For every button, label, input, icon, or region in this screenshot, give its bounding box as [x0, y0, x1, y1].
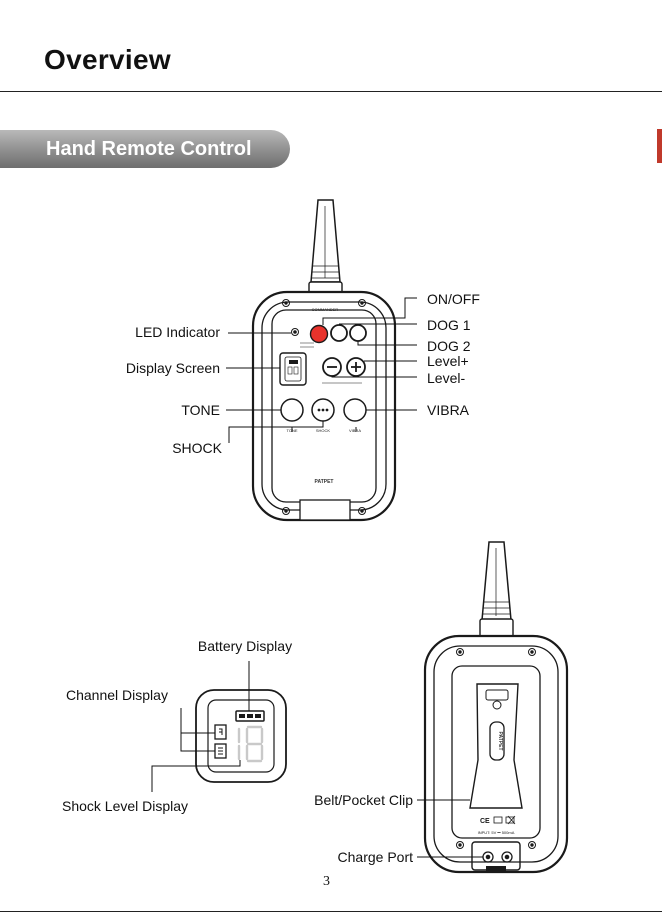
label-on-off: ON/OFF [427, 291, 480, 307]
battery-icon [236, 711, 264, 721]
printed-input-rating: INPUT: 5V ⎓ 500mA [478, 830, 515, 835]
label-shock-level-display: Shock Level Display [62, 798, 188, 814]
label-shock: SHOCK [172, 440, 222, 456]
display-detail [196, 690, 286, 782]
label-charge-port: Charge Port [338, 849, 414, 865]
label-tone: TONE [181, 402, 220, 418]
footer-rule [0, 911, 662, 912]
printed-front-logo: PATPET [315, 479, 334, 485]
svg-text:CE: CE [480, 818, 490, 825]
label-dog1: DOG 1 [427, 317, 471, 333]
label-dog2: DOG 2 [427, 338, 471, 354]
belt-clip[interactable] [470, 684, 522, 808]
front-bottom-tab [300, 500, 350, 520]
remote-front [253, 200, 395, 520]
printed-commander: COMMANDER [312, 307, 339, 312]
front-antenna [311, 200, 340, 282]
printed-clip-logo: PATPET [497, 732, 503, 751]
on-off-button[interactable] [311, 326, 328, 343]
label-vibra: VIBRA [427, 402, 470, 418]
printed-shock: SHOCK [316, 428, 331, 433]
remote-back: CE [425, 542, 567, 872]
label-led-indicator: LED Indicator [135, 324, 220, 340]
label-battery-display: Battery Display [198, 638, 292, 654]
shock-level-digits [239, 727, 262, 761]
front-body-outer [253, 292, 395, 520]
label-level-plus: Level+ [427, 353, 469, 369]
page-number: 3 [323, 874, 330, 890]
label-belt-clip: Belt/Pocket Clip [314, 792, 413, 808]
label-channel-display: Channel Display [66, 687, 168, 703]
label-display-screen: Display Screen [126, 360, 220, 376]
printed-vibra: VIBRA [349, 428, 361, 433]
label-level-minus: Level- [427, 370, 465, 386]
